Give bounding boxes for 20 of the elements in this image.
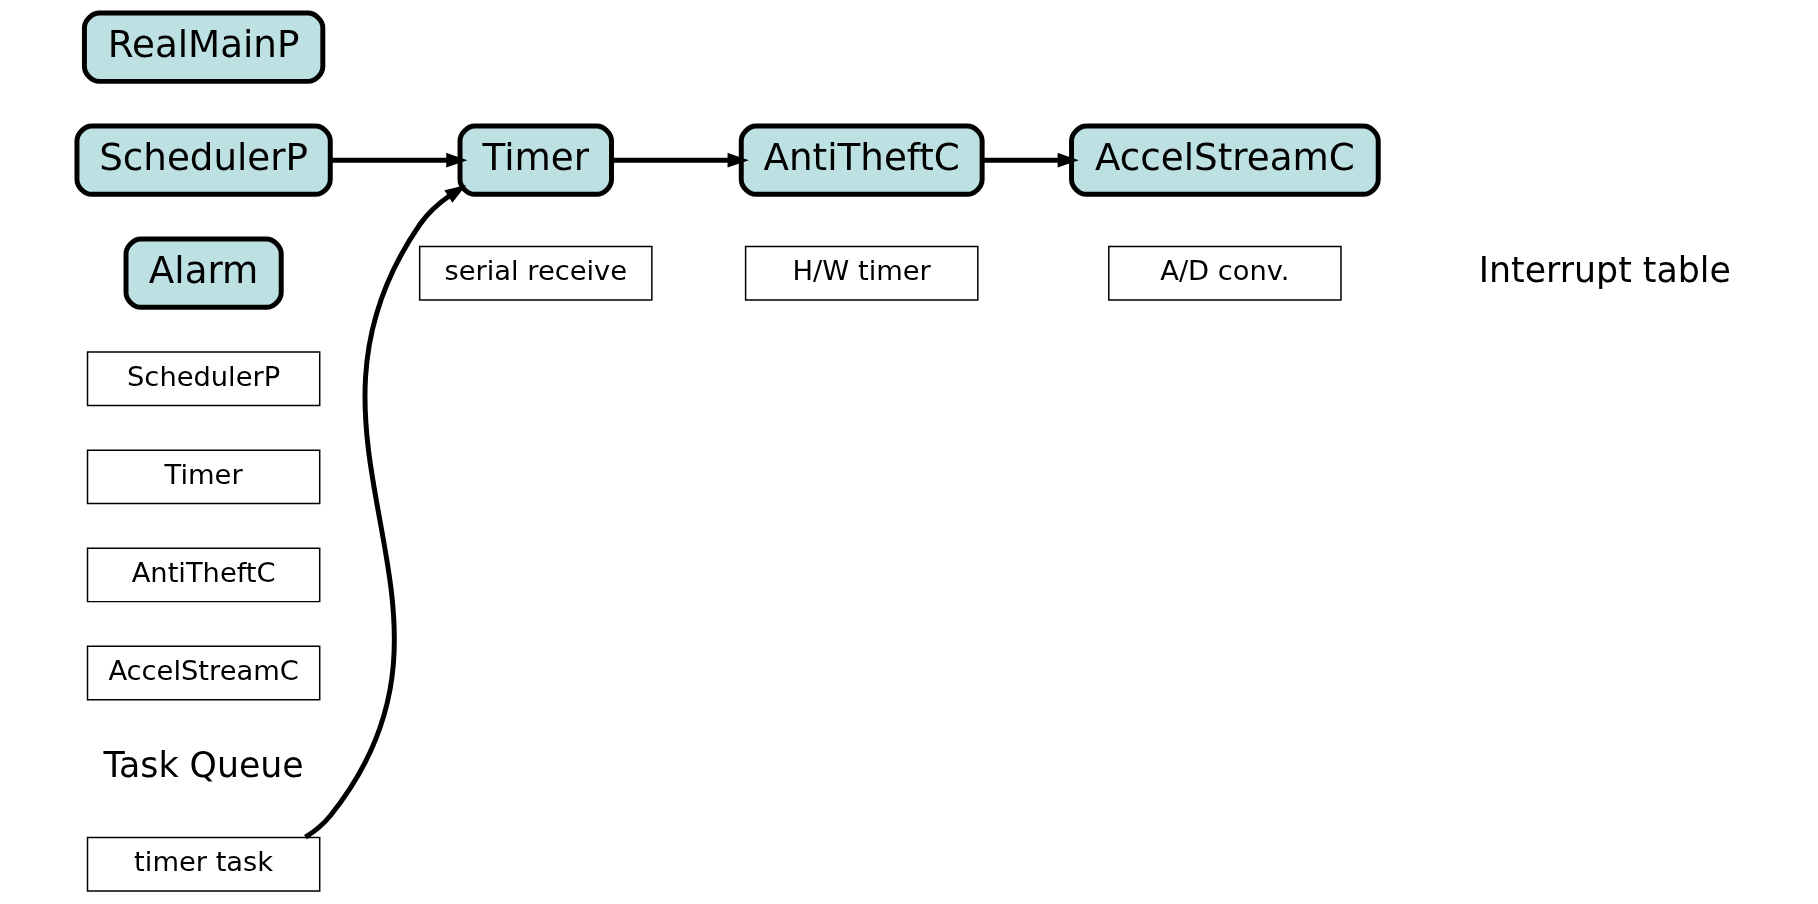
arrow [303, 185, 466, 840]
node-box: serial receive [418, 245, 653, 301]
node-box: AntiTheftC [738, 123, 985, 197]
arrow [611, 152, 749, 168]
arrow [982, 152, 1079, 168]
node-box: timer task [86, 836, 320, 892]
node-box: SchedulerP [74, 123, 333, 197]
node-box: Timer [457, 123, 614, 197]
node-box: SchedulerP [86, 351, 320, 407]
node-box: AntiTheftC [86, 547, 320, 603]
node-box: AccelStreamC [1068, 123, 1381, 197]
node-box: RealMainP [81, 10, 325, 84]
node-box: AccelStreamC [86, 645, 320, 701]
node-box: H/W timer [744, 245, 979, 301]
label: Task Queue [103, 745, 304, 786]
node-box: Timer [86, 449, 320, 505]
label: Interrupt table [1478, 249, 1731, 290]
node-box: Alarm [123, 236, 284, 310]
node-box: A/D conv. [1107, 245, 1342, 301]
arrow [329, 152, 467, 168]
